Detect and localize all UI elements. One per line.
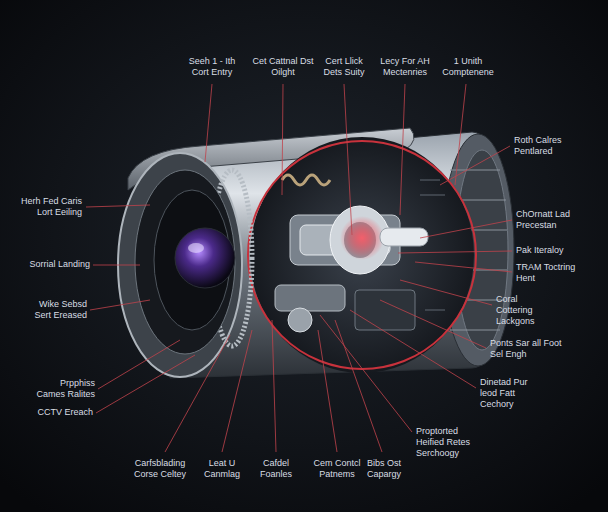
part-label: Proptorted Heified Retes Serchoogy [416, 426, 482, 459]
leader-line [440, 146, 510, 185]
part-label: Roth Calres Pentlared [514, 135, 584, 157]
part-label: CCTV Ereach [23, 407, 93, 418]
part-label: Leat U Canmlag [196, 458, 248, 480]
coil [282, 175, 330, 185]
leader-line [420, 180, 440, 181]
leader-line [420, 220, 512, 238]
camera-part [175, 228, 235, 288]
leader-line [272, 320, 276, 452]
leader-line [350, 310, 476, 388]
leader-line [335, 320, 382, 452]
part-label: 1 Unith Comptenene [437, 56, 499, 78]
leader-line [400, 280, 492, 305]
leader-line [380, 300, 486, 348]
camera-part [380, 228, 428, 246]
leader-line [450, 170, 500, 171]
camera-part [275, 285, 345, 311]
part-label: Bibs Ost Capargy [358, 458, 410, 480]
part-label: Ponts Sar all Foot Sel Engh [490, 338, 562, 360]
part-label: Dinetad Pur leod Fatt Cechory [480, 377, 544, 410]
leader-line [320, 315, 412, 432]
part-label: Coral Cottering Lackgons [496, 294, 556, 327]
part-label: Cet Cattnal Dst Oilght [252, 56, 314, 78]
part-label: Herh Fed Caris Lort Eeiling [18, 196, 82, 218]
part-label: Wike Sebsd Sert Ereased [25, 299, 87, 321]
leader-line [455, 84, 466, 185]
leader-line [165, 335, 230, 452]
camera-part [355, 290, 415, 330]
leader-lines [86, 84, 512, 452]
part-label: ChOrnatt Lad Precestan [516, 209, 596, 231]
leader-line [450, 330, 500, 331]
leader-line [222, 330, 252, 452]
leader-line [282, 84, 283, 195]
part-label: Cafdel Foanles [250, 458, 302, 480]
leader-line [400, 84, 405, 215]
part-label: Seeh 1 - Ith Cort Entry [179, 56, 245, 78]
leader-line [98, 340, 180, 389]
leader-line [90, 300, 150, 310]
part-label: Carfsblading Corse Celtey [125, 458, 195, 480]
part-label: Prpphiss Cames Ralites [33, 378, 95, 400]
leader-line [398, 251, 512, 253]
camera-part [420, 180, 445, 310]
part-label: Pak Iteraloy [516, 245, 596, 256]
camera-part [288, 308, 312, 332]
part-label: Cert Llick Dets Suity [315, 56, 373, 78]
leader-line [96, 355, 195, 413]
leader-line [420, 195, 445, 196]
camera-part [135, 170, 235, 354]
leader-line [205, 84, 212, 162]
leader-line [415, 262, 512, 272]
camera-part [340, 216, 384, 260]
camera-part [188, 243, 204, 253]
leader-line [93, 265, 140, 266]
part-label: Cem Contcl Patnems [309, 458, 365, 480]
part-label: Sorrial Landing [10, 259, 90, 270]
leader-line [318, 330, 337, 452]
leader-line [344, 84, 352, 235]
part-label: Lecy For AH Mectenries [374, 56, 436, 78]
leader-line [425, 310, 445, 311]
leader-line [86, 205, 150, 207]
part-label: TRAM Toctring Hent [516, 262, 596, 284]
